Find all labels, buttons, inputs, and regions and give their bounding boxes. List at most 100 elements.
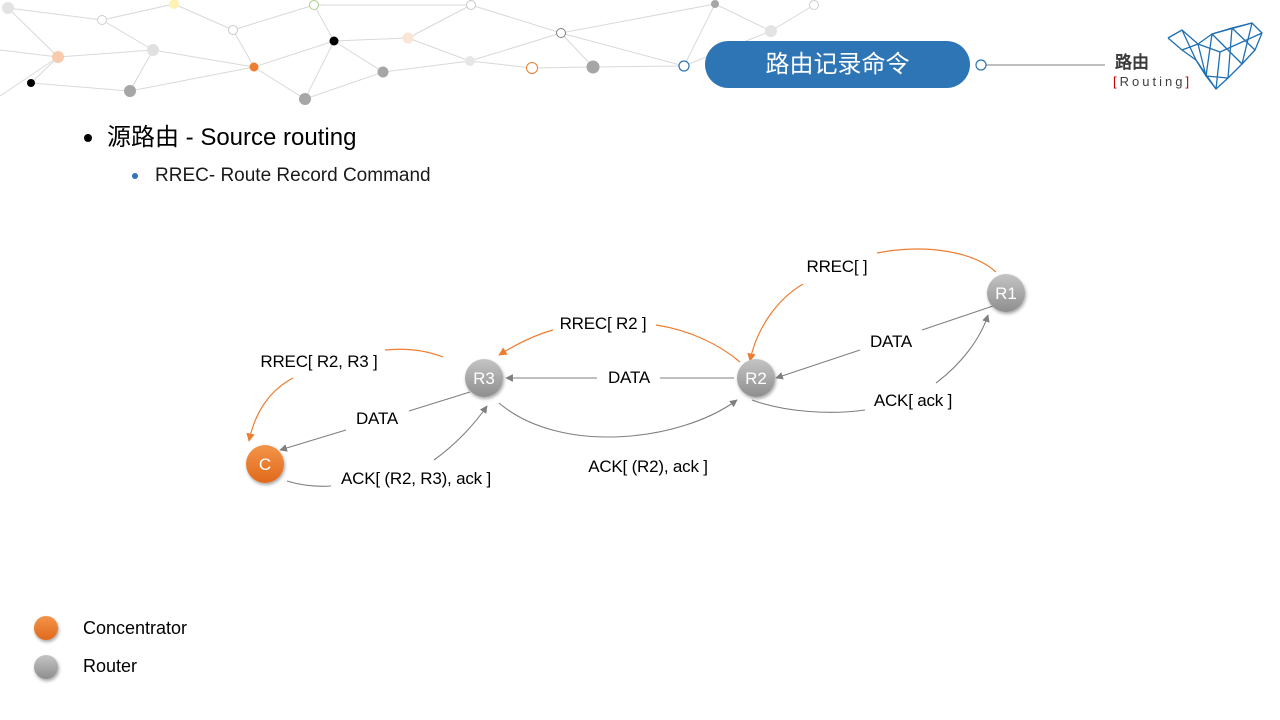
edge-rrec-r2-r3 <box>498 324 741 363</box>
network-line <box>30 56 59 84</box>
network-line <box>101 19 154 51</box>
network-dot <box>27 79 35 87</box>
network-dot <box>329 36 339 46</box>
legend-swatch-orange <box>34 616 58 640</box>
logo-subtitle-text: Routing <box>1119 74 1186 89</box>
network-dot <box>711 0 719 8</box>
edge-data-r1-r2 <box>775 305 994 380</box>
diagram-nodes: R1 R2 R3 C <box>246 274 1025 483</box>
logo-bracket-right: ] <box>1185 74 1193 89</box>
network-line <box>0 56 59 97</box>
network-line <box>560 32 594 68</box>
network-line <box>714 3 772 32</box>
network-line <box>7 7 59 58</box>
bullet-marker <box>84 134 92 142</box>
network-line <box>173 3 234 31</box>
network-dot <box>466 0 476 10</box>
network-line <box>57 49 154 58</box>
legend: Concentrator Router <box>34 616 187 679</box>
edge-ack-r3-r2 <box>498 399 738 438</box>
network-dot <box>249 62 259 72</box>
network-line <box>407 37 471 62</box>
sub-bullet-marker <box>132 173 138 179</box>
node-c: C <box>246 445 284 483</box>
edge-rrec-r3-c <box>246 348 444 442</box>
node-r3: R3 <box>465 359 503 397</box>
title-connector <box>975 59 1105 71</box>
logo-title: 路由 <box>1115 53 1149 72</box>
node-label: C <box>259 455 271 474</box>
edge-labels: RREC[ ] RREC[ R2 ] RREC[ R2, R3 ] DATA D… <box>260 257 952 488</box>
network-line <box>253 40 335 68</box>
logo-bracket-left: [ <box>1113 74 1120 89</box>
network-dot <box>678 60 690 72</box>
router-node-circle <box>737 359 775 397</box>
network-dot <box>586 60 600 74</box>
network-line <box>313 4 335 42</box>
decorative-network <box>0 0 819 105</box>
network-line <box>152 49 255 68</box>
network-line <box>232 4 315 31</box>
node-r2: R2 <box>737 359 775 397</box>
network-dot <box>97 15 107 25</box>
network-line <box>129 66 255 92</box>
network-dot <box>765 25 777 37</box>
network-line <box>304 40 335 100</box>
network-line <box>0 49 59 58</box>
network-dot <box>124 85 136 97</box>
edge-ack-r2-r1 <box>751 314 990 413</box>
network-line <box>469 60 533 69</box>
network-line <box>333 40 384 73</box>
network-dot <box>2 2 14 14</box>
concentrator-node-circle <box>246 445 284 483</box>
network-dot <box>377 66 389 78</box>
connector-dot <box>975 59 987 71</box>
logo-wireframe-icon <box>1167 22 1263 90</box>
edge-label-data-r3-c: DATA <box>356 409 399 428</box>
network-dot <box>299 93 311 105</box>
network-line <box>560 3 716 34</box>
network-line <box>560 32 685 67</box>
node-label: R1 <box>995 284 1017 303</box>
legend-swatch-gray <box>34 655 58 679</box>
edge-label-data-r1-r2: DATA <box>870 332 913 351</box>
legend-label: Router <box>83 656 137 676</box>
node-label: R2 <box>745 369 767 388</box>
bullet-level-2: RREC- Route Record Command <box>155 165 431 186</box>
diagram-edges <box>246 248 997 487</box>
router-node-circle <box>465 359 503 397</box>
network-line <box>304 71 384 100</box>
edge-rrec-r1-r2 <box>747 248 997 362</box>
logo-subtitle: [Routing] <box>1113 74 1192 90</box>
network-dot <box>228 25 238 35</box>
edge-label-rrec-r2-r3: RREC[ R2 ] <box>560 314 647 333</box>
network-line <box>470 4 562 34</box>
bullet-level-1: 源路由 - Source routing <box>107 124 357 151</box>
network-line <box>592 65 685 68</box>
edge-ack-c-r3 <box>286 405 488 487</box>
title-banner: 路由记录命令 <box>705 41 970 88</box>
legend-item-concentrator: Concentrator <box>34 616 187 640</box>
network-dot <box>809 0 819 10</box>
network-line <box>407 4 472 39</box>
network-line <box>30 82 131 92</box>
network-dot <box>309 0 319 10</box>
edge-label-ack-r3-r2: ACK[ (R2), ack ] <box>588 457 708 476</box>
router-node-circle <box>987 274 1025 312</box>
network-line <box>469 32 562 62</box>
network-line <box>253 66 306 100</box>
node-r1: R1 <box>987 274 1025 312</box>
network-line <box>333 37 409 42</box>
legend-label: Concentrator <box>83 618 187 638</box>
edge-label-rrec-r3-c: RREC[ R2, R3 ] <box>260 352 377 371</box>
network-line <box>683 3 716 67</box>
node-label: R3 <box>473 369 495 388</box>
legend-item-router: Router <box>34 655 137 679</box>
edge-data-r3-c <box>279 391 471 452</box>
network-line <box>382 60 471 73</box>
network-line <box>531 66 594 69</box>
page-title: 路由记录命令 <box>765 50 910 78</box>
network-line <box>129 49 154 92</box>
